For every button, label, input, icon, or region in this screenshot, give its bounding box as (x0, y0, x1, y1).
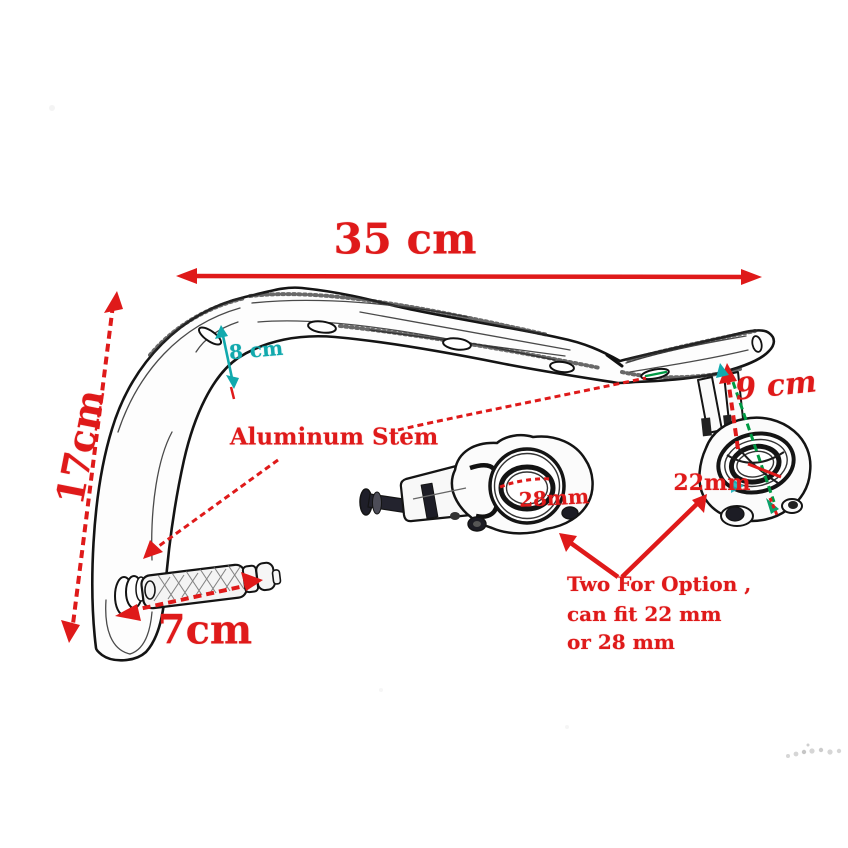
option-note-line-1: Two For Option , (567, 572, 752, 596)
dim-large-clamp-label: 28mm (518, 484, 590, 512)
aluminum-stem-label: Aluminum Stem (229, 423, 439, 451)
option-note-line-3: or 28 mm (567, 630, 675, 654)
clamp-28mm (359, 434, 594, 535)
option-note-line-2: can fit 22 mm (567, 602, 722, 626)
dim-guard-drop-label: 8 cm (227, 335, 285, 365)
arrow-8cm (215, 325, 239, 400)
arrow-17cm (61, 291, 123, 643)
diameter-mark-28mm (499, 477, 553, 489)
clamp-nut (725, 506, 745, 522)
paper-specks (49, 105, 569, 729)
dim-small-clamp-label: 22mm (673, 470, 751, 496)
grip-assembly (114, 561, 282, 616)
dim-overall-width-label: 35 cm (333, 214, 477, 264)
watermark-marks (786, 743, 842, 758)
chevron-teal-22mm (731, 478, 744, 493)
arrow-7cm (115, 572, 263, 621)
arrow-35cm (176, 268, 762, 285)
leader-aluminum-stem (143, 376, 647, 559)
dim-grip-length-label: 7cm (157, 606, 253, 654)
arrow-bore-22mm (716, 363, 782, 516)
arrow-option-left (559, 533, 620, 579)
grip-knurl-texture (153, 564, 245, 602)
arrow-9cm (719, 363, 740, 450)
arrow-option-right (620, 494, 707, 579)
mounting-slots (197, 320, 670, 381)
